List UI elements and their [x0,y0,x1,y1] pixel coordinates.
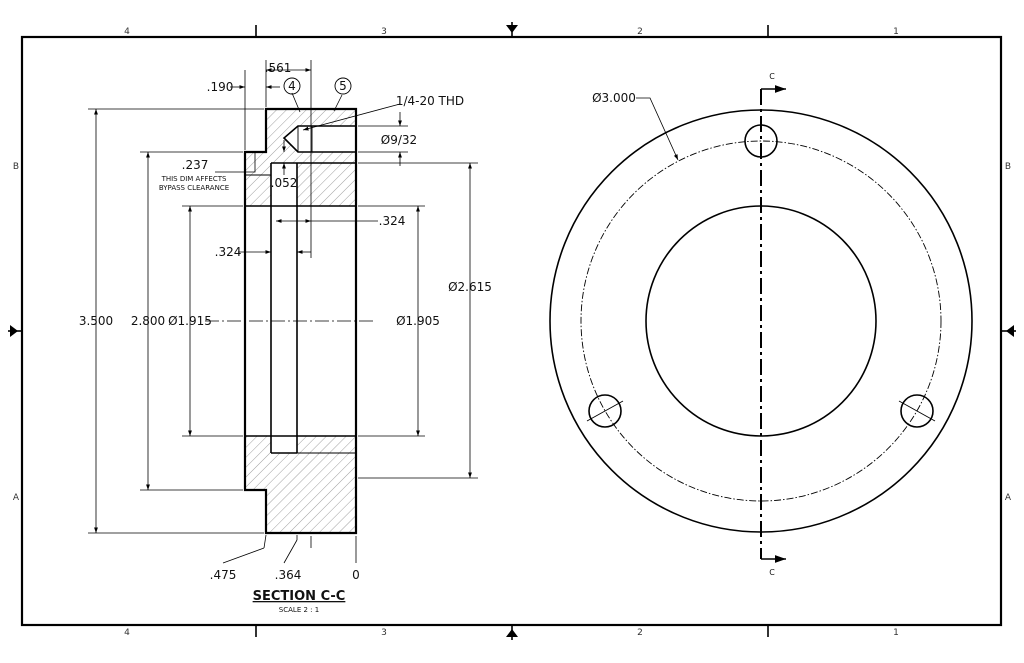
section-dimension-lines [88,60,478,564]
dim-324-right: .324 [379,214,406,228]
zone-left-b: B [13,162,19,172]
dim-0: 0 [352,568,360,582]
dim-2800: 2.800 [131,314,165,328]
zone-top-1: 1 [893,27,899,37]
cut-label-top: C [769,72,775,81]
section-title: SECTION C-C [253,589,346,604]
zone-top-4: 4 [124,27,130,37]
dim-3500: 3.500 [79,314,113,328]
dim-note-line2: BYPASS CLEARANCE [159,184,229,192]
dim-dia-1915: Ø1.915 [168,314,212,328]
cut-label-bottom: C [769,568,775,577]
dim-052: .052 [271,176,298,190]
thread-callout: 1/4-20 THD [396,94,464,108]
zone-right-a: A [1005,493,1012,503]
dim-dia-2615: Ø2.615 [448,280,492,294]
zone-bottom-3: 3 [381,628,387,638]
dim-dia-9-32: Ø9/32 [381,133,417,147]
cutting-plane-line [760,85,786,563]
dim-190: .190 [207,80,234,94]
section-scale: SCALE 2 : 1 [279,606,319,614]
zone-bottom-2: 2 [637,628,643,638]
balloon-5 [334,77,352,95]
zone-bottom-4: 4 [124,628,130,638]
section-hatch [245,109,356,533]
balloon-5-label: 5 [339,79,347,93]
zone-left-a: A [13,493,20,503]
dim-237: .237 [182,158,209,172]
dim-dia-3000: Ø3.000 [592,91,636,105]
zone-top-2: 2 [637,27,643,37]
dia-3000-leader [636,97,679,161]
balloon-4-label: 4 [288,79,296,93]
dim-note-line1: THIS DIM AFFECTS [161,175,227,183]
dim-324-left: .324 [215,245,242,259]
sheet-border [8,22,1016,640]
balloon-4 [283,77,301,95]
dim-364: .364 [275,568,302,582]
dim-dia-1905: Ø1.905 [396,314,440,328]
zone-top-3: 3 [381,27,387,37]
zone-bottom-1: 1 [893,628,899,638]
dim-561: .561 [265,61,292,75]
dim-475: .475 [210,568,237,582]
zone-right-b: B [1005,162,1011,172]
